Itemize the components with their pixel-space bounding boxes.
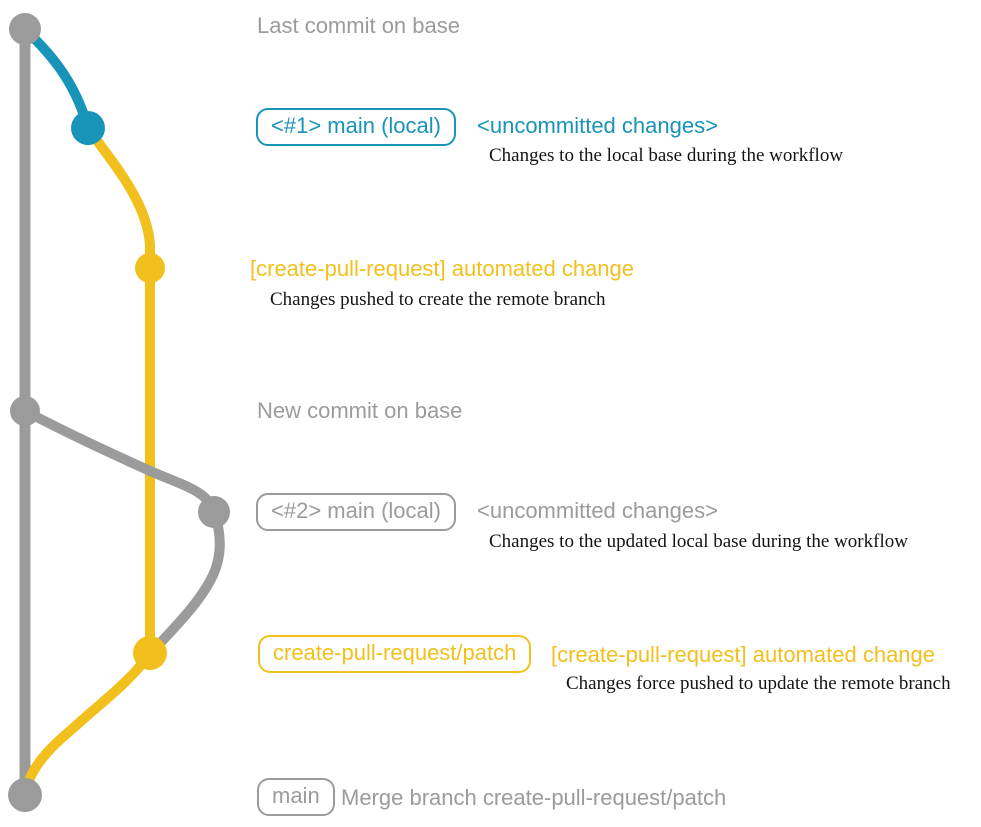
commit-node-main-local-2 (198, 496, 230, 528)
note-pushed-to-create-remote-branch: Changes pushed to create the remote bran… (270, 289, 606, 310)
badge-main-local-1: <#1> main (local) (256, 108, 456, 146)
status-uncommitted-changes-1: <uncommitted changes> (477, 113, 718, 138)
commit-node-last-commit-on-base (9, 13, 41, 45)
commit-node-automated-change-2 (133, 636, 167, 670)
main-local-2-branch-curve (20, 406, 225, 658)
pr-branch-line (83, 123, 155, 658)
commit-node-new-commit-on-base (10, 396, 40, 426)
badge-create-pull-request-patch: create-pull-request/patch (258, 635, 532, 673)
badge-main-local-2: <#2> main (local) (256, 493, 456, 531)
badge-main: main (257, 778, 335, 816)
label-new-commit-on-base: New commit on base (257, 398, 463, 423)
message-merge-branch: Merge branch create-pull-request/patch (341, 785, 727, 810)
status-uncommitted-changes-2: <uncommitted changes> (477, 498, 718, 523)
label-last-commit-on-base: Last commit on base (257, 13, 460, 38)
note-force-pushed-to-update-remote-branch: Changes force pushed to update the remot… (566, 673, 951, 694)
message-automated-change-1: [create-pull-request] automated change (250, 256, 635, 281)
commit-node-main-local-1 (71, 111, 105, 145)
commit-node-automated-change-1 (135, 253, 165, 283)
note-local-base-changes: Changes to the local base during the wor… (489, 145, 844, 166)
main-local-1-branch-curve (20, 24, 93, 133)
commit-node-merge-commit (8, 778, 42, 812)
pr-merge-curve (20, 648, 155, 800)
note-updated-local-base-changes: Changes to the updated local base during… (489, 531, 908, 552)
message-automated-change-2: [create-pull-request] automated change (551, 642, 936, 667)
